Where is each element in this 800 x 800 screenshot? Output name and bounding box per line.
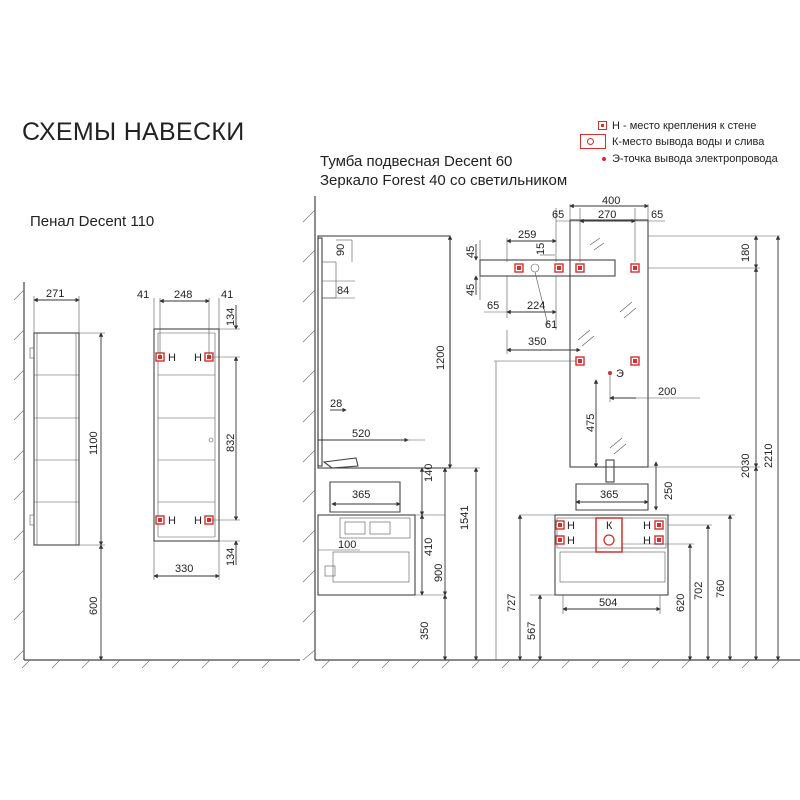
floor [21,659,800,669]
basin-top-width-label: 365 [600,489,618,501]
cabinet-heading: Пенал Decent 110 [30,213,155,230]
body-top-height-label: 727 [506,594,518,612]
wall-left [13,282,25,661]
cabinet-depth-label: 271 [46,288,64,300]
basin-depth-label: 365 [352,489,370,501]
vanity-heading: Тумба подвесная Decent 60 [320,153,513,170]
socket-height-label: 15 [535,243,547,255]
drawer-offset-label: 100 [338,539,356,551]
cabinet-right-offset-label: 41 [221,289,233,301]
vanity-side-view [317,235,480,661]
mirror-top-height-label: 2210 [763,444,775,468]
floor-gap-label: 350 [419,622,431,640]
mount-label: Н [643,535,651,547]
basin-height-label: 140 [423,464,435,482]
basin-width-label: 504 [599,597,617,609]
mount-label: Н [194,352,202,364]
cabinet-top-offset-label: 134 [225,308,237,326]
vanity-top-height-label: 760 [715,580,727,598]
cabinet-vertical-spacing-label: 832 [225,434,237,452]
mirror-hole-spacing-label: 270 [598,209,616,221]
mirror-top-offset-label: 180 [740,244,752,262]
mount-spacing-label: 350 [528,336,546,348]
cabinet-width-label: 330 [175,563,193,575]
basin-top-height-label: 1541 [459,506,471,530]
cabinet-height-label: 1100 [88,431,100,455]
vanity-depth-label: 520 [352,428,370,440]
mirror-heading: Зеркало Forest 40 со светильником [320,172,568,189]
electric-height-label: 475 [585,414,597,432]
socket-offset-label: 259 [518,229,536,241]
mirror-depth-top-label: 90 [335,244,347,256]
electric-offset-label: 200 [658,386,676,398]
mirror-bottom-height-label: 2030 [740,454,752,478]
legend-text: Э-точка вывода электропровода [612,153,778,165]
mount-label: Н [643,520,651,532]
shelf-width-label: 224 [527,300,545,312]
mirror-inset-right-label: 65 [651,209,663,221]
legend-text: К-место вывода воды и слива [612,136,765,148]
socket-inset-label: 61 [545,319,557,331]
mirror-projection-label: 28 [330,398,342,410]
mount-label: Н [168,352,176,364]
mount-label: Н [194,515,202,527]
water-height-label: 620 [675,594,687,612]
mirror-height-label: 1200 [435,346,447,370]
mirror-depth-bottom-label: 84 [337,285,349,297]
mirror-inset-left-label: 65 [552,209,564,221]
legend-item-electric: Э-точка вывода электропровода [572,151,778,167]
cabinet-floor-gap-label: 600 [88,597,100,615]
water-outlet-marker-icon [572,134,612,150]
vanity-mount-height-label: 702 [693,582,705,600]
legend-item-water: К-место вывода воды и слива [572,134,764,150]
cabinet-bottom-offset-label: 134 [225,548,237,566]
wall-middle [302,196,316,661]
drawer-height-label: 567 [526,622,538,640]
shelf-left-gap-label: 65 [487,300,499,312]
legend-item-mount: Н - место крепления к стене [572,118,756,134]
vanity-front-view [473,203,781,661]
shelf-bottom-label: 45 [465,284,477,296]
legend-text: Н - место крепления к стене [612,120,757,132]
cabinet-side-view [29,296,105,661]
water-label: К [606,520,613,532]
mount-marker-icon [572,118,612,134]
cabinet-front-view [153,298,240,580]
mirror-width-label: 400 [602,195,620,207]
total-height-label: 900 [433,564,445,582]
cabinet-hole-spacing-label: 248 [174,289,192,301]
mount-label: Н [168,515,176,527]
mount-label: Н [567,520,575,532]
mixer-height-label: 250 [663,482,675,500]
page-title: СХЕМЫ НАВЕСКИ [22,118,245,146]
cabinet-left-offset-label: 41 [137,289,149,301]
water-outlet-marker-icon [595,517,623,553]
mount-label: Н [567,535,575,547]
electrical-point-marker-icon [572,151,612,167]
body-height-label: 410 [423,538,435,556]
electric-label: Э [616,368,624,380]
shelf-top-label: 45 [465,246,477,258]
